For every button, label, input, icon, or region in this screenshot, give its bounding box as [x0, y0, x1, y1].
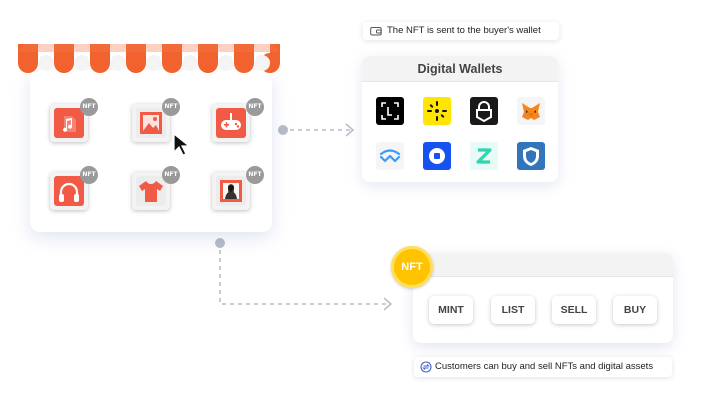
ledger-icon[interactable]	[376, 97, 404, 125]
metamask-fox-icon[interactable]	[517, 97, 545, 125]
store-item-music[interactable]	[50, 104, 88, 142]
portrait-art-icon	[220, 180, 242, 202]
yellow-burst-wallet-icon[interactable]	[423, 97, 451, 125]
store-item-tshirt[interactable]	[132, 172, 170, 210]
nft-badge: NFT	[246, 98, 264, 116]
marketplace-card: MINT LIST SELL BUY	[413, 253, 673, 343]
store-item-game[interactable]	[212, 104, 250, 142]
marketplace-card-header	[413, 253, 673, 277]
market-notice: Customers can buy and sell NFTs and digi…	[414, 357, 672, 377]
gamepad-icon	[221, 113, 241, 130]
nft-badge: NFT	[80, 98, 98, 116]
walletconnect-icon[interactable]	[376, 142, 404, 170]
wallet-notice-text: The NFT is sent to the buyer's wallet	[387, 25, 541, 36]
music-file-icon	[63, 116, 76, 132]
mouse-cursor-icon	[173, 132, 191, 156]
list-button[interactable]: LIST	[491, 296, 535, 324]
store-item-art[interactable]	[212, 172, 250, 210]
digital-wallets-card: Digital Wallets	[362, 56, 558, 182]
nft-badge: NFT	[246, 166, 264, 184]
exchange-icon	[420, 361, 432, 373]
buy-button[interactable]: BUY	[613, 296, 657, 324]
lock-wallet-icon[interactable]	[470, 97, 498, 125]
mint-button[interactable]: MINT	[429, 296, 473, 324]
nft-badge: NFT	[80, 166, 98, 184]
wallets-title: Digital Wallets	[362, 56, 558, 82]
wallet-icon	[370, 27, 382, 36]
nft-badge: NFT	[162, 166, 180, 184]
coinbase-wallet-icon[interactable]	[423, 142, 451, 170]
nft-coin-badge: NFT	[391, 246, 433, 288]
zengo-wallet-icon[interactable]	[470, 142, 498, 170]
tshirt-icon	[139, 181, 163, 202]
headphones-icon	[59, 182, 79, 202]
market-notice-text: Customers can buy and sell NFTs and digi…	[435, 361, 654, 372]
sell-button[interactable]: SELL	[552, 296, 596, 324]
store-awning	[18, 44, 280, 73]
image-file-icon	[140, 112, 162, 134]
wallet-transfer-notice: The NFT is sent to the buyer's wallet	[363, 22, 559, 40]
trust-wallet-shield-icon[interactable]	[517, 142, 545, 170]
nft-badge: NFT	[162, 98, 180, 116]
